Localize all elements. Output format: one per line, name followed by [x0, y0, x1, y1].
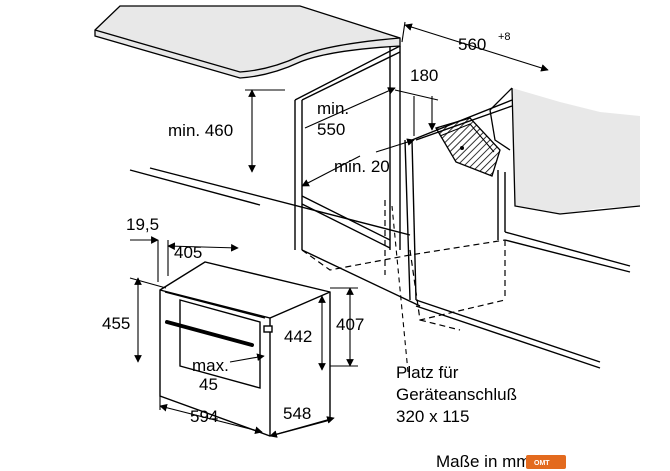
note-line-2: Geräteanschluß — [396, 385, 517, 404]
dim-550-value: 550 — [317, 120, 345, 139]
dim-455: 455 — [102, 314, 130, 333]
connection-zone — [435, 117, 501, 177]
dashed-outline — [301, 200, 506, 331]
dim-560-tolerance: +8 — [498, 31, 511, 43]
note-line-1: Platz für — [396, 363, 459, 382]
dim-550-label: min. — [317, 99, 349, 118]
dim-560: 560 — [458, 35, 486, 54]
dim-max-label: max. — [192, 356, 229, 375]
dim-405: 405 — [174, 243, 202, 262]
dim-407: 407 — [336, 315, 364, 334]
note-line-3: 320 x 115 — [396, 407, 469, 426]
dim-19-5: 19,5 — [126, 215, 159, 234]
dim-442: 442 — [284, 327, 312, 346]
dim-min-20: min. 20 — [334, 157, 390, 176]
dim-594: 594 — [190, 407, 218, 426]
dim-548: 548 — [283, 404, 311, 423]
dim-min-460: min. 460 — [168, 121, 233, 140]
units-caption: Maße in mm — [436, 452, 530, 471]
svg-text:OMT: OMT — [534, 460, 550, 467]
cabinet-outline — [129, 45, 631, 369]
dim-max-value: 45 — [199, 375, 218, 394]
countertop — [94, 5, 641, 215]
dim-180: 180 — [410, 66, 438, 85]
watermark-badge: OMT — [526, 455, 566, 469]
oven-appliance — [159, 261, 331, 437]
dimension-lines — [129, 21, 549, 438]
